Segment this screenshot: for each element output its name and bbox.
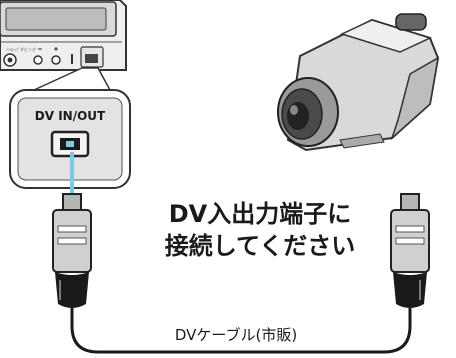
callout-pointer	[33, 67, 112, 91]
deck-button-icon	[51, 55, 61, 65]
port-callout: DV IN/OUT	[9, 89, 131, 189]
port-label: DV IN/OUT	[35, 109, 106, 123]
dv-cable	[70, 308, 412, 354]
instruction-line-1: DV入出力端子に	[169, 200, 352, 228]
dv-plug-icon	[52, 193, 92, 308]
camcorder-icon	[277, 13, 440, 152]
viewfinder-icon	[395, 13, 427, 31]
cable-label: DVケーブル(市販)	[175, 326, 297, 344]
deck-dv-port-icon	[85, 54, 98, 63]
deck-small-label: ﾉﾝｽﾄｯﾌﾟダビング	[6, 46, 36, 52]
vcr-deck-icon: ﾉﾝｽﾄｯﾌﾟダビング	[0, 0, 127, 71]
deck-button-icon	[33, 55, 43, 65]
instruction-line-2: 接続してください	[165, 232, 356, 260]
dv-plug-icon	[390, 193, 430, 308]
